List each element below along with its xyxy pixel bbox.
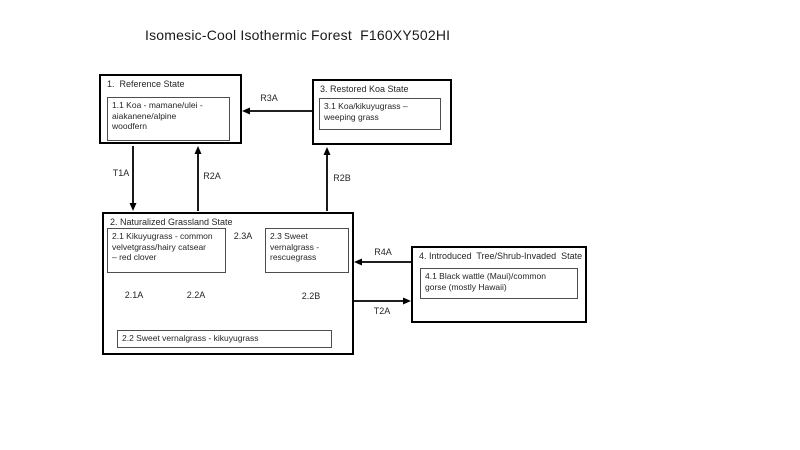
arrow-t1a	[129, 146, 137, 211]
state-box-naturalized-grassland: 2. Naturalized Grassland State 2.1 Kikuy…	[102, 212, 354, 355]
transition-label-r2b: R2B	[332, 173, 352, 183]
transition-label-2-1a: 2.1A	[123, 290, 145, 300]
community-box-3-1: 3.1 Koa/kikuyugrass – weeping grass	[319, 98, 441, 130]
transition-label-2-3a: 2.3A	[232, 231, 254, 241]
transition-label-r3a: R3A	[259, 93, 279, 103]
state-title-reference: 1. Reference State	[107, 79, 185, 89]
diagram-title: Isomesic-Cool Isothermic Forest F160XY50…	[145, 27, 451, 43]
transition-label-2-2a: 2.2A	[185, 290, 207, 300]
arrow-r2a	[194, 146, 202, 211]
community-box-2-1: 2.1 Kikuyugrass - common velvetgrass/hai…	[107, 228, 226, 273]
transition-label-2-2b: 2.2B	[300, 291, 322, 301]
community-box-2-3: 2.3 Sweet vernalgrass - rescuegrass	[265, 228, 349, 273]
transition-label-r4a: R4A	[373, 247, 393, 257]
state-title-tree-shrub-invaded: 4. Introduced Tree/Shrub-Invaded State	[419, 251, 583, 261]
arrow-r4a	[354, 258, 411, 266]
community-box-1-1: 1.1 Koa - mamane/ulei - aiakanene/alpine…	[107, 97, 230, 141]
state-box-tree-shrub-invaded: 4. Introduced Tree/Shrub-Invaded State 4…	[411, 246, 587, 323]
arrow-t2a	[354, 297, 411, 305]
state-box-reference: 1. Reference State 1.1 Koa - mamane/ulei…	[99, 74, 242, 144]
state-title-naturalized-grassland: 2. Naturalized Grassland State	[110, 217, 233, 227]
arrow-r3a	[242, 107, 312, 115]
arrow-r2b	[323, 147, 331, 211]
community-box-4-1: 4.1 Black wattle (Maui)/common gorse (mo…	[420, 268, 578, 299]
state-title-restored-koa: 3. Restored Koa State	[320, 84, 409, 94]
transition-label-t1a: T1A	[111, 168, 131, 178]
transition-label-r2a: R2A	[202, 171, 222, 181]
community-box-2-2: 2.2 Sweet vernalgrass - kikuyugrass	[117, 330, 332, 348]
transition-label-t2a: T2A	[372, 306, 392, 316]
state-box-restored-koa: 3. Restored Koa State 3.1 Koa/kikuyugras…	[312, 79, 452, 145]
